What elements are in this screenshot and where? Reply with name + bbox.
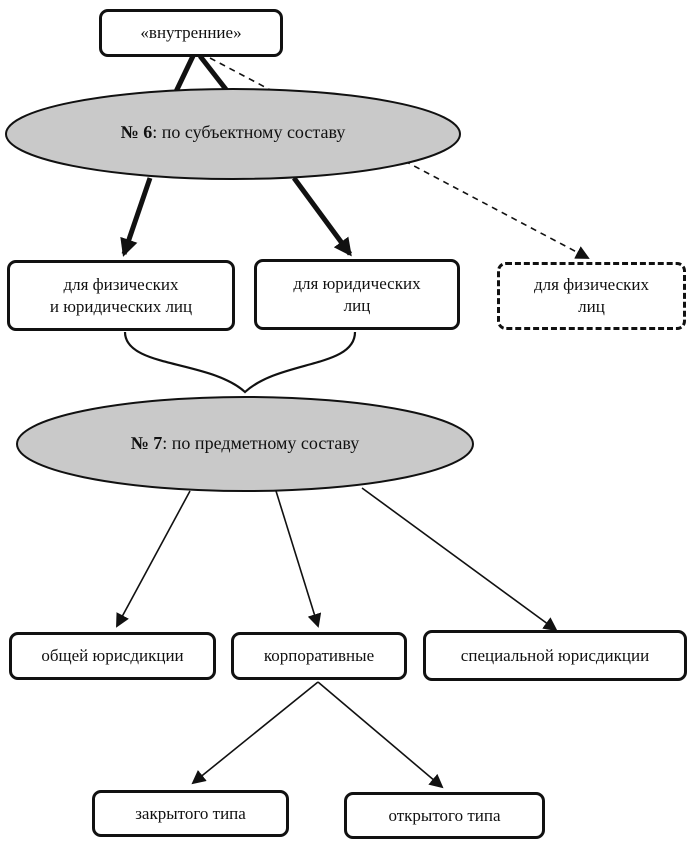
- arrow-to-phys-and-jur: [120, 177, 153, 257]
- node-corporate: корпоративные: [231, 632, 407, 680]
- node-corporate-label: корпоративные: [263, 646, 375, 665]
- node-internal-label: «внутренние»: [140, 23, 242, 42]
- node-internal: «внутренние»: [99, 9, 283, 57]
- arrow-to-general: [116, 490, 191, 628]
- node-special-label: специальной юрисдикции: [460, 645, 650, 665]
- node-phys-and-jur: для физических и юридических лиц: [7, 260, 235, 331]
- arrow-to-corporate: [275, 490, 322, 628]
- node-phys-only: для физических лиц: [497, 262, 686, 330]
- arrow-to-closed: [191, 681, 319, 785]
- node-general: общей юрисдикции: [9, 632, 216, 680]
- node-general-label: общей юрисдикции: [41, 646, 184, 665]
- node-jur-only-label: для юридических лиц: [293, 273, 421, 315]
- node-phys-only-label: для физических лиц: [533, 275, 650, 316]
- brace-connector: [123, 331, 357, 394]
- criterion-7-text: : по предметному составу: [162, 433, 360, 453]
- criterion-7-ellipse: [16, 396, 474, 492]
- node-open: открытого типа: [344, 792, 545, 839]
- arrow-to-open: [317, 681, 444, 789]
- criterion-6-ellipse: [5, 88, 461, 180]
- node-closed: закрытого типа: [92, 790, 289, 837]
- node-phys-and-jur-label: для физических и юридических лиц: [49, 274, 193, 316]
- node-jur-only: для юридических лиц: [254, 259, 460, 330]
- arrow-to-jur-only: [291, 176, 353, 257]
- arrow-to-special: [361, 487, 558, 632]
- node-special: специальной юрисдикции: [423, 630, 687, 681]
- criterion-6-text: : по субъектному составу: [152, 122, 346, 142]
- connector-top-to-criterion6-right: [198, 54, 230, 94]
- criterion-7-number: № 7: [130, 433, 163, 453]
- criterion-6-number: № 6: [120, 122, 153, 142]
- criterion-7-label: № 7: по предметному составу: [17, 433, 473, 454]
- criterion-6-label: № 6: по субъектному составу: [6, 122, 460, 143]
- node-open-label: открытого типа: [388, 805, 501, 825]
- node-closed-label: закрытого типа: [135, 803, 246, 823]
